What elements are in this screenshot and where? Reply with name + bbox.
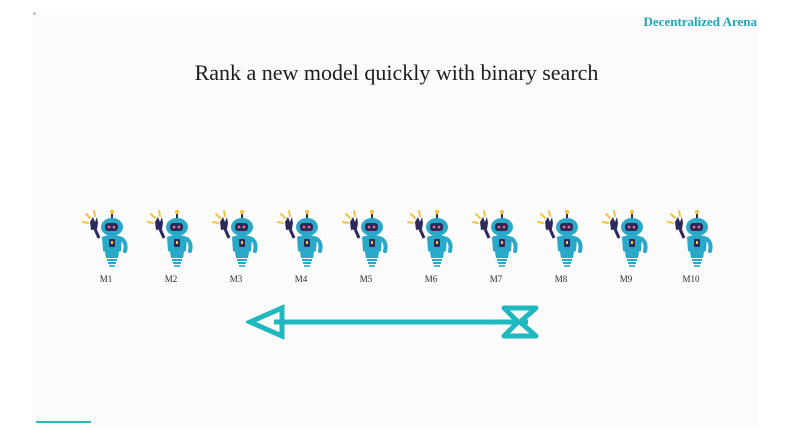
left-arrow-icon [246, 304, 539, 340]
model-label: M3 [229, 274, 243, 284]
model-label: M8 [554, 274, 568, 284]
model-label: M6 [424, 274, 438, 284]
corner-mark [33, 12, 36, 15]
model-m7: M7 [470, 208, 522, 288]
model-m10: M10 [665, 208, 717, 288]
model-label: M1 [99, 274, 113, 284]
model-row: M1 M2 M3 [80, 208, 720, 288]
model-label: M2 [164, 274, 178, 284]
model-m8: M8 [535, 208, 587, 288]
model-label: M4 [294, 274, 308, 284]
model-m2: M2 [145, 208, 197, 288]
slide-title: Rank a new model quickly with binary sea… [194, 60, 599, 85]
model-m6: M6 [405, 208, 457, 288]
model-m4: M4 [275, 208, 327, 288]
model-label: M9 [619, 274, 633, 284]
footer-accent-line [36, 421, 91, 423]
model-m9: M9 [600, 208, 652, 288]
model-m3: M3 [210, 208, 262, 288]
model-label: M7 [489, 274, 503, 284]
brand-name: Decentralized Arena [643, 14, 757, 29]
model-m1: M1 [80, 208, 132, 288]
model-label: M10 [682, 274, 700, 284]
model-label: M5 [359, 274, 373, 284]
model-m5: M5 [340, 208, 392, 288]
